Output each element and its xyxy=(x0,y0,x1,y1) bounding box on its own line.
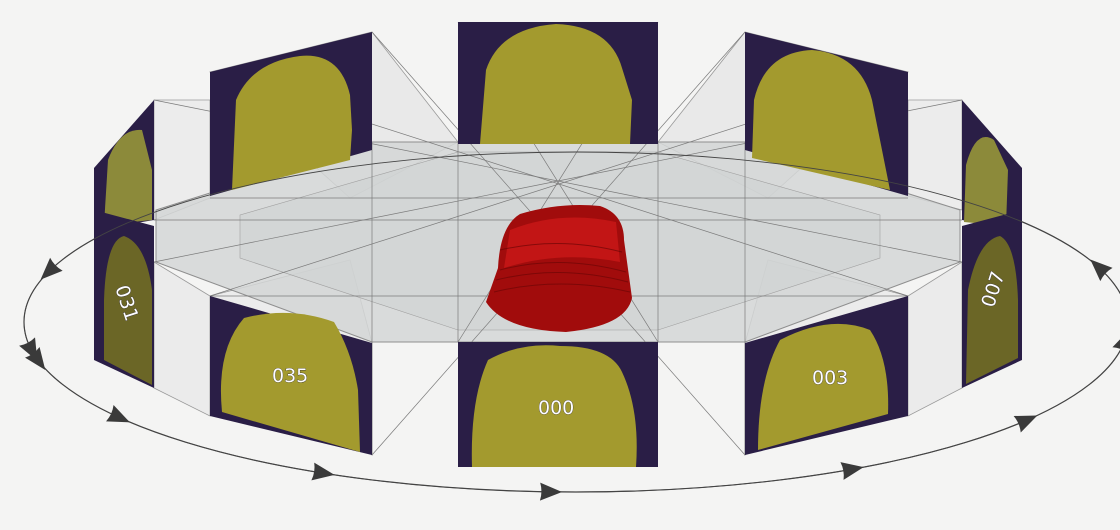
view-panel-front-right: 003 xyxy=(745,296,908,455)
silhouette xyxy=(964,137,1008,226)
silhouette xyxy=(966,236,1018,384)
view-panel-left-far: 031 xyxy=(94,210,154,388)
red-3d-object xyxy=(486,205,632,332)
silhouette xyxy=(232,55,352,190)
orbit-arrow-icon xyxy=(19,337,38,362)
view-panel-left-far-upper xyxy=(94,100,154,230)
silhouette xyxy=(752,50,890,190)
view-panel-right-far: 007 xyxy=(962,210,1022,388)
orbit-arrow-icon xyxy=(1013,415,1038,433)
view-panel-back-center xyxy=(458,22,658,144)
silhouette xyxy=(104,236,152,385)
silhouette xyxy=(758,323,889,450)
view-label: 035 xyxy=(272,365,308,387)
silhouette xyxy=(471,345,637,467)
view-panel-back-right xyxy=(745,32,908,196)
orbit-arrow-icon xyxy=(40,257,63,280)
orbit-arrow-icon xyxy=(1090,259,1113,282)
orbit-arrow-icon xyxy=(1112,339,1120,349)
silhouette xyxy=(220,312,360,452)
orbit-arrows xyxy=(19,257,1120,501)
view-label: 000 xyxy=(538,397,574,419)
orbit-arrow-icon xyxy=(840,462,864,480)
silhouette xyxy=(104,129,152,225)
view-panel-front-center: 000 xyxy=(458,342,658,467)
view-panel-back-left xyxy=(210,32,372,196)
view-panel-right-far-upper xyxy=(962,100,1022,230)
orbit-arrow-icon xyxy=(311,462,335,481)
orbit-ellipse-front xyxy=(23,151,1120,493)
view-panel-front-left: 035 xyxy=(210,296,372,455)
orbit-arrow-icon xyxy=(106,404,130,423)
silhouette xyxy=(480,24,632,144)
view-label: 003 xyxy=(812,367,848,389)
orbit-arrow-icon xyxy=(539,482,563,501)
